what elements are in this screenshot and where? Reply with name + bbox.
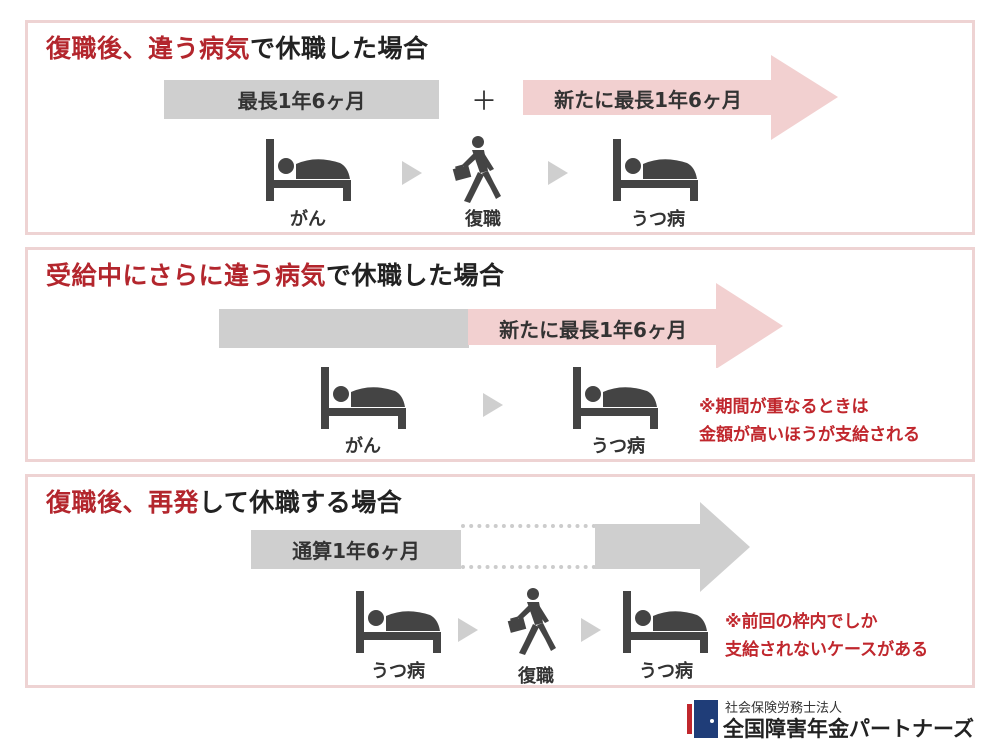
plus-sign: ＋ [471,87,498,117]
panel-title: 復職後、違う病気で休職した場合 [46,29,429,65]
note-line-1: ※期間が重なるときは [699,397,869,417]
arrow-label: 新たに最長1年6ヶ月 [554,87,742,112]
bed-icon [623,591,708,653]
title-red-part: 復職後、 [46,488,149,517]
walking-businessman-icon [507,588,556,655]
caption-gan: がん [290,209,326,230]
title-red-part: 違う病気 [148,34,251,63]
note-line-1: ※前回の枠内でしか [725,612,878,632]
caption-gan: がん [345,436,381,457]
title-red-part: 受給中にさらに違う病気 [46,261,327,290]
title-red-part: 再発 [148,488,200,517]
gray-arrow [595,502,750,592]
bed-icon [613,139,698,201]
play-triangle-icon [548,161,568,185]
caption-utsubyo: うつ病 [591,436,645,457]
bed-icon [573,367,658,429]
title-red-part: 復職後、 [46,34,149,63]
note-line-2: 支給されないケースがある [725,640,929,660]
logo-title: 全国障害年金パートナーズ [723,717,974,741]
panel-return-different-illness: 復職後、違う病気で休職した場合 最長1年6ヶ月 ＋ 新たに最長1年6ヶ月 がん … [25,20,975,235]
bed-icon [356,591,441,653]
caption-utsubyo: うつ病 [371,661,425,682]
logo-door-icon [687,700,718,738]
panel-return-relapse: 復職後、再発して休職する場合 通算1年6ヶ月 うつ病 復職 うつ病 ※前回の枠内… [25,474,975,688]
panel-title: 復職後、再発して休職する場合 [46,483,402,519]
caption-utsubyo: うつ病 [639,661,693,682]
caption-fukushoku: 復職 [465,209,501,230]
dotted-gap [461,524,596,569]
title-dark-part: で休職した場合 [326,261,505,290]
pink-arrow [523,55,838,140]
pink-arrow [468,283,783,368]
panel-receiving-different-illness: 受給中にさらに違う病気で休職した場合 新たに最長1年6ヶ月 がん うつ病 ※期間… [25,247,975,462]
play-triangle-icon [458,618,478,642]
play-triangle-icon [402,161,422,185]
arrow-label: 新たに最長1年6ヶ月 [499,317,687,342]
title-dark-part: で休職した場合 [250,34,429,63]
bed-icon [321,367,406,429]
play-triangle-icon [483,393,503,417]
period-bar: 通算1年6ヶ月 [251,530,461,569]
caption-utsubyo: うつ病 [631,209,685,230]
play-triangle-icon [581,618,601,642]
note-line-2: 金額が高いほうが支給される [699,425,920,445]
panel-title: 受給中にさらに違う病気で休職した場合 [46,256,505,292]
period-bar: 最長1年6ヶ月 [164,80,439,119]
period-bar [219,309,469,348]
logo-subtitle: 社会保険労務士法人 [725,701,843,716]
caption-fukushoku: 復職 [518,666,554,687]
walking-businessman-icon [452,136,501,203]
bed-icon [266,139,351,201]
title-dark-part: して休職する場合 [199,488,403,517]
